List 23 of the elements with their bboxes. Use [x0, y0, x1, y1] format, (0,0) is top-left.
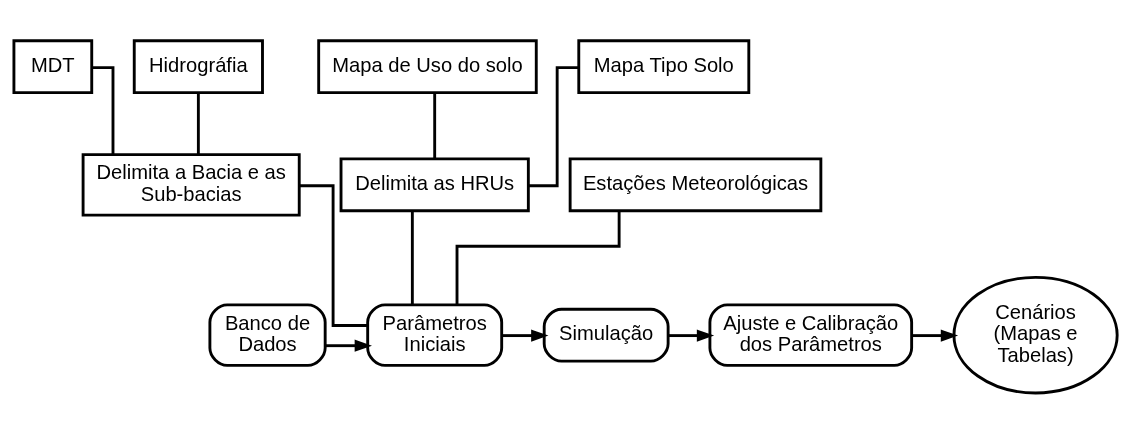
connector: [455, 210, 621, 305]
node-box: Mapa Tipo Solo: [577, 38, 751, 94]
arrow: [501, 329, 549, 342]
node-box: Mapa de Uso do solo: [317, 38, 538, 94]
connector: [410, 210, 414, 305]
node-box: Delimita as HRUs: [339, 157, 530, 212]
connector: [528, 65, 579, 187]
node-ellipse: Cenários (Mapas e Tabelas): [952, 275, 1119, 394]
connector: [433, 92, 437, 159]
node-box: MDT: [12, 38, 94, 94]
node-box: Hidrográfia: [132, 38, 264, 94]
node-box: Simulação: [542, 307, 670, 363]
arrow: [668, 329, 715, 342]
connector: [196, 92, 200, 155]
connector: [299, 183, 368, 327]
node-box: Estações Meteorológicas: [568, 157, 823, 212]
node-box: Ajuste e Calibração dos Parâmetros: [708, 302, 914, 367]
node-box: Banco de Dados: [208, 302, 327, 367]
node-box: Parâmetros Iniciais: [366, 302, 504, 367]
node-box: Delimita a Bacia e as Sub-bacias: [81, 152, 301, 217]
arrow: [912, 329, 959, 342]
arrow: [325, 339, 372, 352]
connector: [91, 65, 115, 154]
